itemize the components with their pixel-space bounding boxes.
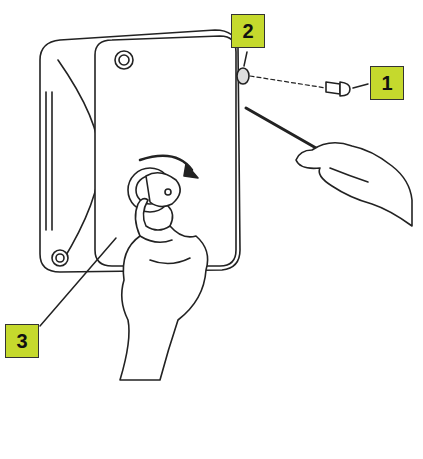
- callout-number: 1: [370, 66, 404, 100]
- leader-line: [353, 84, 368, 88]
- side-rib: [45, 92, 47, 230]
- callout-number: 2: [231, 14, 265, 48]
- screw: [115, 51, 133, 69]
- screw-hole: [237, 68, 249, 84]
- screw-part: [326, 82, 340, 94]
- leader-line: [244, 52, 247, 66]
- leader-line: [40, 238, 116, 326]
- screw-path: [250, 76, 326, 88]
- screw: [52, 250, 68, 266]
- cover-curve: [58, 60, 100, 262]
- right-hand: [296, 143, 412, 226]
- callout-number: 3: [5, 324, 39, 358]
- left-hand: [120, 199, 208, 380]
- enclosure-body: [40, 30, 240, 272]
- key: [146, 173, 180, 207]
- turn-arrow: [140, 156, 192, 170]
